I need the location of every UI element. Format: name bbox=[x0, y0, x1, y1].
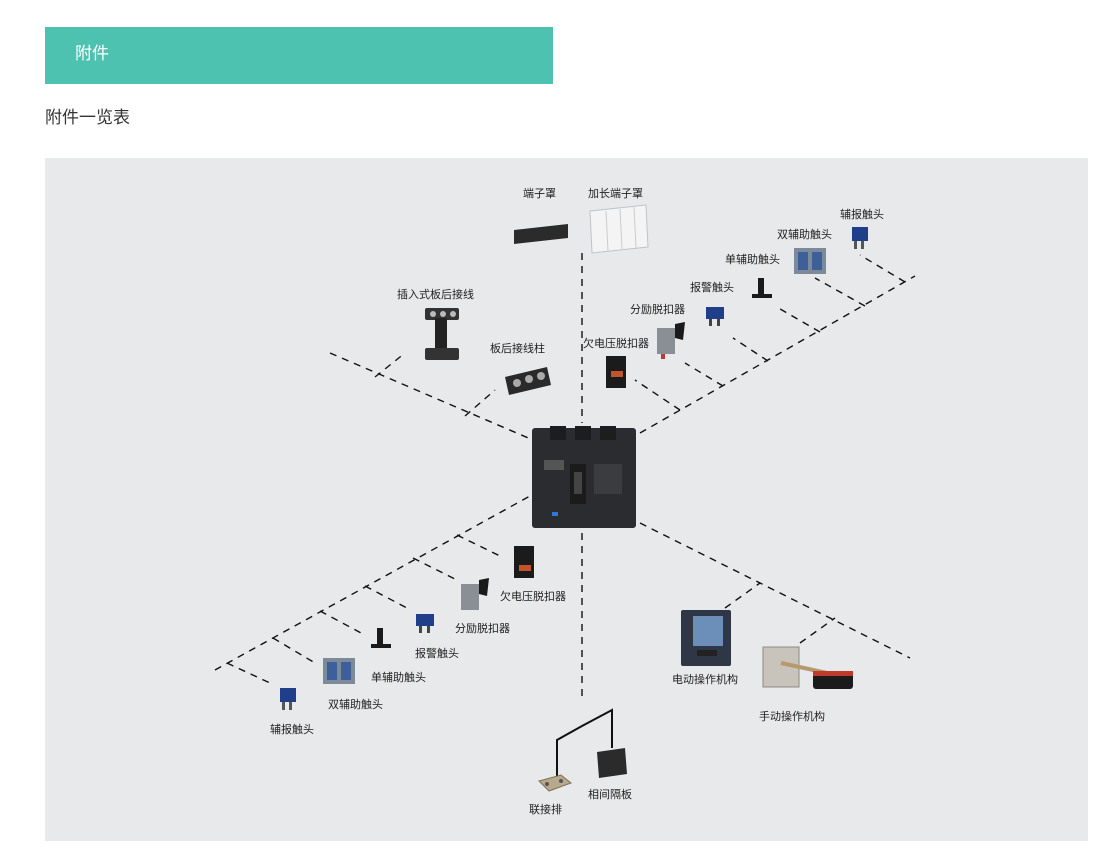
label-terminal-cover: 端子罩 bbox=[523, 187, 556, 200]
aux-alarm-contact-image-right bbox=[849, 224, 873, 252]
label-alarm-contact-left: 报警触头 bbox=[415, 647, 459, 660]
page-subtitle: 附件一览表 bbox=[45, 108, 130, 128]
accessory-diagram: 端子罩 加长端子罩 插入式板后接线 板后接线柱 辅报触头 双辅助触头 单辅助触头… bbox=[45, 158, 1088, 841]
connector-lines bbox=[214, 253, 916, 778]
label-single-aux-contact-right: 单辅助触头 bbox=[725, 253, 780, 266]
label-alarm-contact-right: 报警触头 bbox=[690, 281, 734, 294]
label-aux-alarm-contact-right: 辅报触头 bbox=[840, 208, 884, 221]
label-connecting-bar: 联接排 bbox=[529, 803, 562, 816]
label-rear-terminal-post: 板后接线柱 bbox=[490, 342, 545, 355]
label-double-aux-contact-right: 双辅助触头 bbox=[777, 228, 832, 241]
motor-operator-image bbox=[679, 608, 735, 670]
shunt-release-image-right bbox=[653, 318, 687, 360]
extended-terminal-cover-image bbox=[588, 203, 650, 255]
single-aux-contact-image-right bbox=[750, 276, 774, 304]
double-aux-contact-image-right bbox=[792, 246, 828, 276]
label-shunt-release-right: 分励脱扣器 bbox=[630, 303, 685, 316]
alarm-contact-image-left bbox=[413, 610, 439, 636]
double-aux-contact-image-left bbox=[321, 656, 357, 686]
terminal-cover-image bbox=[510, 222, 572, 246]
label-undervoltage-release-left: 欠电压脱扣器 bbox=[500, 590, 566, 603]
single-aux-contact-image-left bbox=[369, 626, 393, 654]
undervoltage-release-image-right bbox=[603, 353, 631, 391]
label-plugin-rear-wiring: 插入式板后接线 bbox=[397, 288, 474, 301]
alarm-contact-image-right bbox=[703, 303, 729, 329]
shunt-release-image-left bbox=[457, 574, 491, 614]
label-undervoltage-release-right: 欠电压脱扣器 bbox=[583, 337, 649, 350]
plugin-rear-wiring-image bbox=[423, 306, 463, 364]
label-aux-alarm-contact-left: 辅报触头 bbox=[270, 723, 314, 736]
manual-operator-image bbox=[761, 641, 856, 693]
label-manual-operator: 手动操作机构 bbox=[759, 710, 825, 723]
connecting-bar-image bbox=[535, 773, 575, 795]
label-single-aux-contact-left: 单辅助触头 bbox=[371, 671, 426, 684]
circuit-breaker-image bbox=[530, 426, 640, 531]
label-phase-barrier: 相间隔板 bbox=[588, 788, 632, 801]
label-motor-operator: 电动操作机构 bbox=[672, 673, 738, 686]
section-title: 附件 bbox=[75, 44, 109, 64]
label-double-aux-contact-left: 双辅助触头 bbox=[328, 698, 383, 711]
section-header: 附件 bbox=[45, 27, 553, 84]
rear-terminal-post-image bbox=[503, 363, 553, 399]
phase-barrier-image bbox=[595, 746, 629, 780]
label-extended-terminal-cover: 加长端子罩 bbox=[588, 187, 643, 200]
undervoltage-release-image-left bbox=[511, 543, 539, 581]
aux-alarm-contact-image-left bbox=[277, 685, 301, 713]
label-shunt-release-left: 分励脱扣器 bbox=[455, 622, 510, 635]
